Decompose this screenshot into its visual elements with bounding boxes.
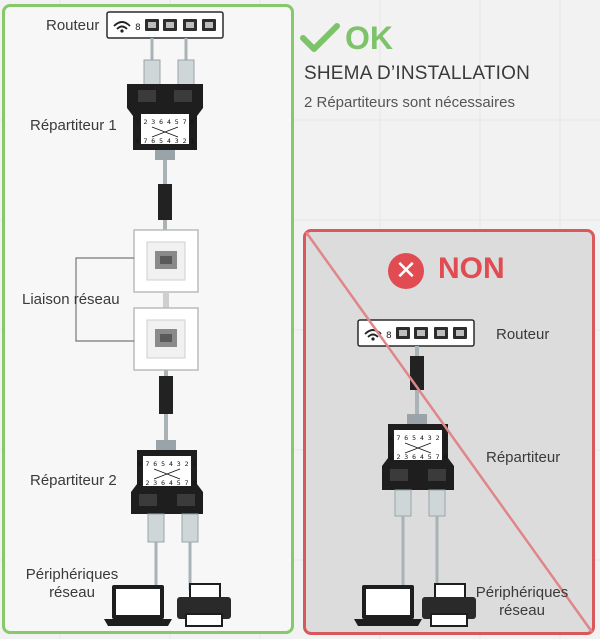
non-router-label: Routeur bbox=[496, 326, 550, 343]
svg-text:8: 8 bbox=[135, 23, 141, 33]
ethernet-port-icon bbox=[163, 19, 177, 31]
check-icon bbox=[300, 23, 340, 52]
strike-line bbox=[304, 231, 594, 633]
ok-splitter-1: 1 2 3 6 4 5 7 8 8 7 6 5 4 3 2 1 bbox=[127, 84, 203, 160]
ethernet-port-icon bbox=[434, 327, 448, 339]
svg-text:8: 8 bbox=[386, 331, 392, 341]
splitter-pin-label: 8 7 6 5 4 3 2 1 bbox=[136, 137, 195, 145]
ethernet-port-icon bbox=[396, 327, 410, 339]
non-splitter: 8 7 6 5 4 3 2 1 1 2 3 6 4 5 7 8 bbox=[382, 414, 454, 490]
non-peripherals-label-1: Périphériques bbox=[475, 584, 569, 601]
splitter-pin-label: 8 7 6 5 4 3 2 1 bbox=[138, 460, 197, 468]
wifi-icon bbox=[113, 21, 131, 33]
ethernet-port-icon bbox=[183, 19, 197, 31]
non-router: 8 bbox=[357, 319, 475, 347]
schema-subtitle: 2 Répartiteurs sont nécessaires bbox=[304, 94, 515, 111]
splitter-pin-label: 1 2 3 6 4 5 7 8 bbox=[136, 118, 195, 126]
non-status-title: NON bbox=[438, 252, 505, 285]
laptop-icon bbox=[104, 585, 172, 626]
non-peripherals-label-2: réseau bbox=[499, 602, 545, 619]
ok-peripherals-label-2: réseau bbox=[49, 584, 95, 601]
ethernet-port-icon bbox=[202, 19, 216, 31]
ok-status-title: OK bbox=[345, 20, 393, 56]
laptop-icon bbox=[354, 585, 422, 626]
ok-wall-socket-bottom bbox=[133, 307, 199, 371]
cross-icon: ✕ bbox=[388, 253, 424, 289]
ok-wall-socket-top bbox=[133, 229, 199, 293]
ethernet-port-icon bbox=[414, 327, 428, 339]
ethernet-port-icon bbox=[145, 19, 159, 31]
ethernet-port-icon bbox=[453, 327, 467, 339]
network-link-label: Liaison réseau bbox=[22, 291, 120, 308]
non-splitter-label: Répartiteur bbox=[486, 449, 561, 466]
splitter-pin-label: 8 7 6 5 4 3 2 1 bbox=[389, 434, 448, 442]
ok-splitter2-label: Répartiteur 2 bbox=[30, 472, 117, 489]
ok-splitter-2: 8 7 6 5 4 3 2 1 1 2 3 6 4 5 7 8 bbox=[131, 440, 203, 514]
printer-icon bbox=[177, 583, 231, 627]
printer-icon bbox=[422, 583, 476, 627]
ok-router-label: Routeur bbox=[46, 17, 100, 34]
ok-router: 8 bbox=[106, 11, 224, 39]
wifi-icon bbox=[364, 329, 382, 341]
splitter-pin-label: 1 2 3 6 4 5 7 8 bbox=[389, 453, 448, 461]
schema-title: SHEMA D’INSTALLATION bbox=[304, 63, 531, 84]
ok-splitter1-label: Répartiteur 1 bbox=[30, 117, 117, 134]
splitter-pin-label: 1 2 3 6 4 5 7 8 bbox=[138, 479, 197, 487]
ok-peripherals-label-1: Périphériques bbox=[25, 566, 119, 583]
